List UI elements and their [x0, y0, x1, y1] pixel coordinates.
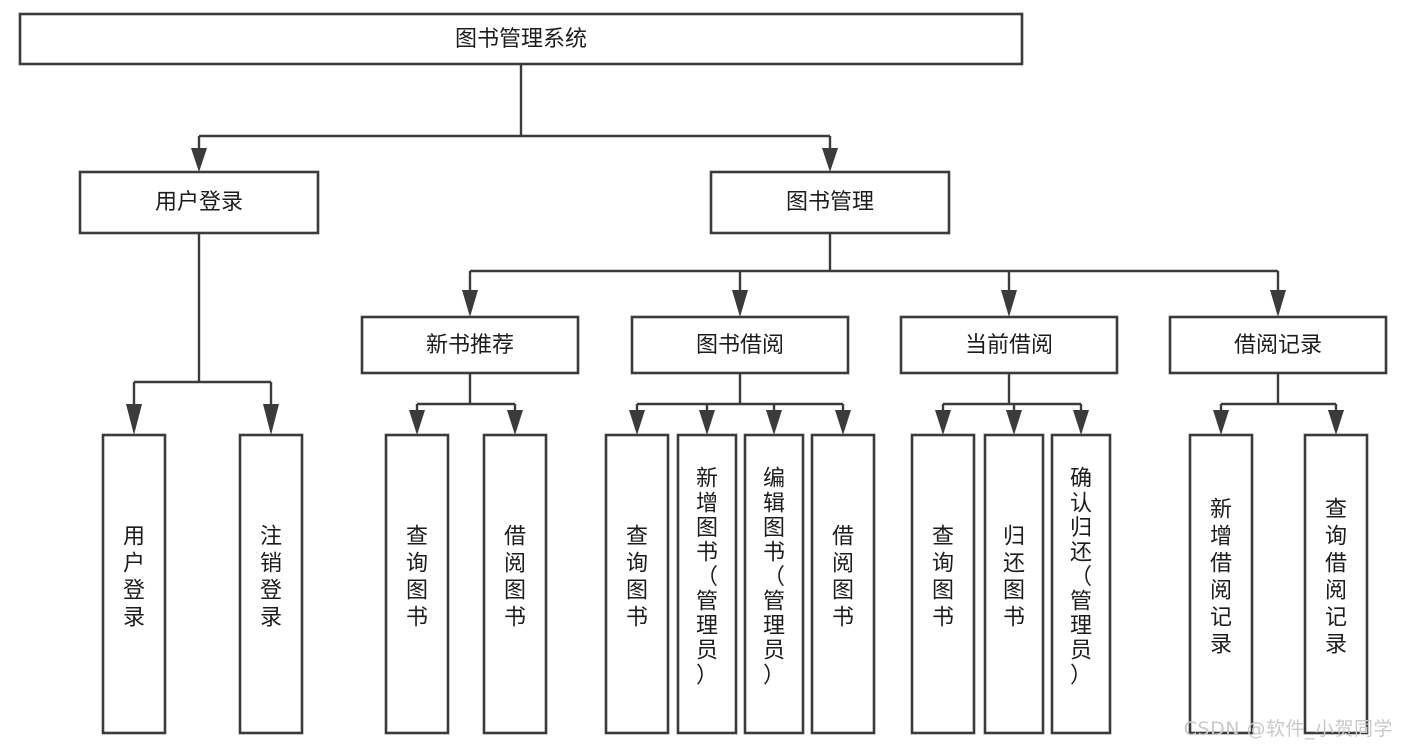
root-label: 图书管理系统: [455, 27, 587, 52]
leaf-label: 新增借阅记录: [1210, 498, 1232, 658]
arrow-book-borrow: [732, 290, 748, 317]
leaf-node[interactable]: 注销登录: [238, 433, 304, 735]
node-borrow-record[interactable]: 借阅记录: [1168, 315, 1388, 375]
arrow-book-mgmt: [822, 148, 838, 172]
current-borrow-label: 当前借阅: [965, 333, 1053, 358]
leaf-node[interactable]: 确认归还（管理员）: [1050, 433, 1112, 735]
leaf-box[interactable]: [910, 433, 976, 735]
leaf-box[interactable]: [1050, 433, 1112, 735]
leaf-box[interactable]: [676, 433, 738, 735]
arrow-leaf-7: [766, 410, 782, 435]
leaf-node[interactable]: 查询图书: [910, 433, 976, 735]
user-login-box[interactable]: [78, 170, 320, 235]
node-current-borrow[interactable]: 当前借阅: [899, 315, 1119, 375]
root-box[interactable]: [18, 12, 1024, 66]
arrow-leaf-11: [1073, 410, 1089, 435]
new-book-recommend-box[interactable]: [360, 315, 580, 375]
leaf-node[interactable]: 新增借阅记录: [1188, 433, 1254, 735]
leaf-node[interactable]: 借阅图书: [482, 433, 548, 735]
leaf-label: 用户登录: [123, 525, 145, 631]
borrow-record-label: 借阅记录: [1234, 333, 1322, 358]
leaf-label: 查询借阅记录: [1325, 498, 1347, 658]
arrow-leaf-1: [126, 404, 142, 435]
arrow-leaf-13: [1328, 410, 1344, 435]
leaf-nodes: 用户登录 注销登录 查询图书 借阅图书 查询图书 新增图书（管理员） 编辑图书（管理员） 借阅…: [101, 433, 1369, 735]
leaf-label: 新增图书（管理员）: [696, 467, 718, 689]
leaf-box[interactable]: [384, 433, 450, 735]
arrow-leaf-12: [1213, 410, 1229, 435]
leaf-node[interactable]: 归还图书: [983, 433, 1045, 735]
borrow-record-box[interactable]: [1168, 315, 1388, 375]
arrow-leaf-10: [1006, 410, 1022, 435]
connectors: [126, 64, 1344, 435]
csdn-watermark: CSDN @软件_小贺同学: [1183, 718, 1393, 740]
leaf-box[interactable]: [482, 433, 548, 735]
current-borrow-box[interactable]: [899, 315, 1119, 375]
leaf-box[interactable]: [983, 433, 1045, 735]
book-borrow-box[interactable]: [630, 315, 850, 375]
leaf-box[interactable]: [101, 433, 167, 735]
arrow-leaf-5: [629, 410, 645, 435]
node-user-login[interactable]: 用户登录: [78, 170, 320, 235]
leaf-node[interactable]: 查询借阅记录: [1303, 433, 1369, 735]
node-book-borrow[interactable]: 图书借阅: [630, 315, 850, 375]
node-new-book-recommend[interactable]: 新书推荐: [360, 315, 580, 375]
leaf-label: 查询图书: [406, 525, 428, 631]
leaf-label: 查询图书: [932, 525, 954, 631]
arrow-leaf-8: [835, 410, 851, 435]
arrow-leaf-4: [507, 410, 523, 435]
arrow-new-book-rec: [462, 290, 478, 317]
leaf-node[interactable]: 查询图书: [384, 433, 450, 735]
leaf-label: 查询图书: [626, 525, 648, 631]
book-management-label: 图书管理: [786, 190, 874, 215]
arrow-current-borrow: [1001, 290, 1017, 317]
leaf-label: 借阅图书: [504, 525, 526, 631]
leaf-label: 归还图书: [1003, 525, 1025, 631]
leaf-node[interactable]: 查询图书: [604, 433, 670, 735]
leaf-node[interactable]: 用户登录: [101, 433, 167, 735]
leaf-label: 注销登录: [260, 525, 282, 631]
leaf-node[interactable]: 借阅图书: [810, 433, 876, 735]
leaf-box[interactable]: [238, 433, 304, 735]
node-root[interactable]: 图书管理系统: [18, 12, 1024, 66]
arrow-leaf-2: [263, 404, 279, 435]
book-borrow-label: 图书借阅: [696, 333, 784, 358]
arrow-leaf-3: [409, 410, 425, 435]
leaf-box[interactable]: [743, 433, 805, 735]
book-management-box[interactable]: [709, 170, 951, 235]
new-book-recommend-label: 新书推荐: [426, 333, 514, 358]
leaf-label: 确认归还（管理员）: [1070, 467, 1092, 689]
leaf-node[interactable]: 新增图书（管理员）: [676, 433, 738, 735]
leaf-box[interactable]: [810, 433, 876, 735]
leaf-label: 借阅图书: [832, 525, 854, 631]
arrow-borrow-record: [1270, 290, 1286, 317]
arrow-leaf-9: [935, 410, 951, 435]
leaf-box[interactable]: [1188, 433, 1254, 735]
arrow-user-login: [191, 148, 207, 172]
user-login-label: 用户登录: [155, 190, 243, 215]
leaf-label: 编辑图书（管理员）: [763, 467, 785, 689]
leaf-box[interactable]: [1303, 433, 1369, 735]
arrow-leaf-6: [699, 410, 715, 435]
node-book-management[interactable]: 图书管理: [709, 170, 951, 235]
leaf-node[interactable]: 编辑图书（管理员）: [743, 433, 805, 735]
leaf-box[interactable]: [604, 433, 670, 735]
